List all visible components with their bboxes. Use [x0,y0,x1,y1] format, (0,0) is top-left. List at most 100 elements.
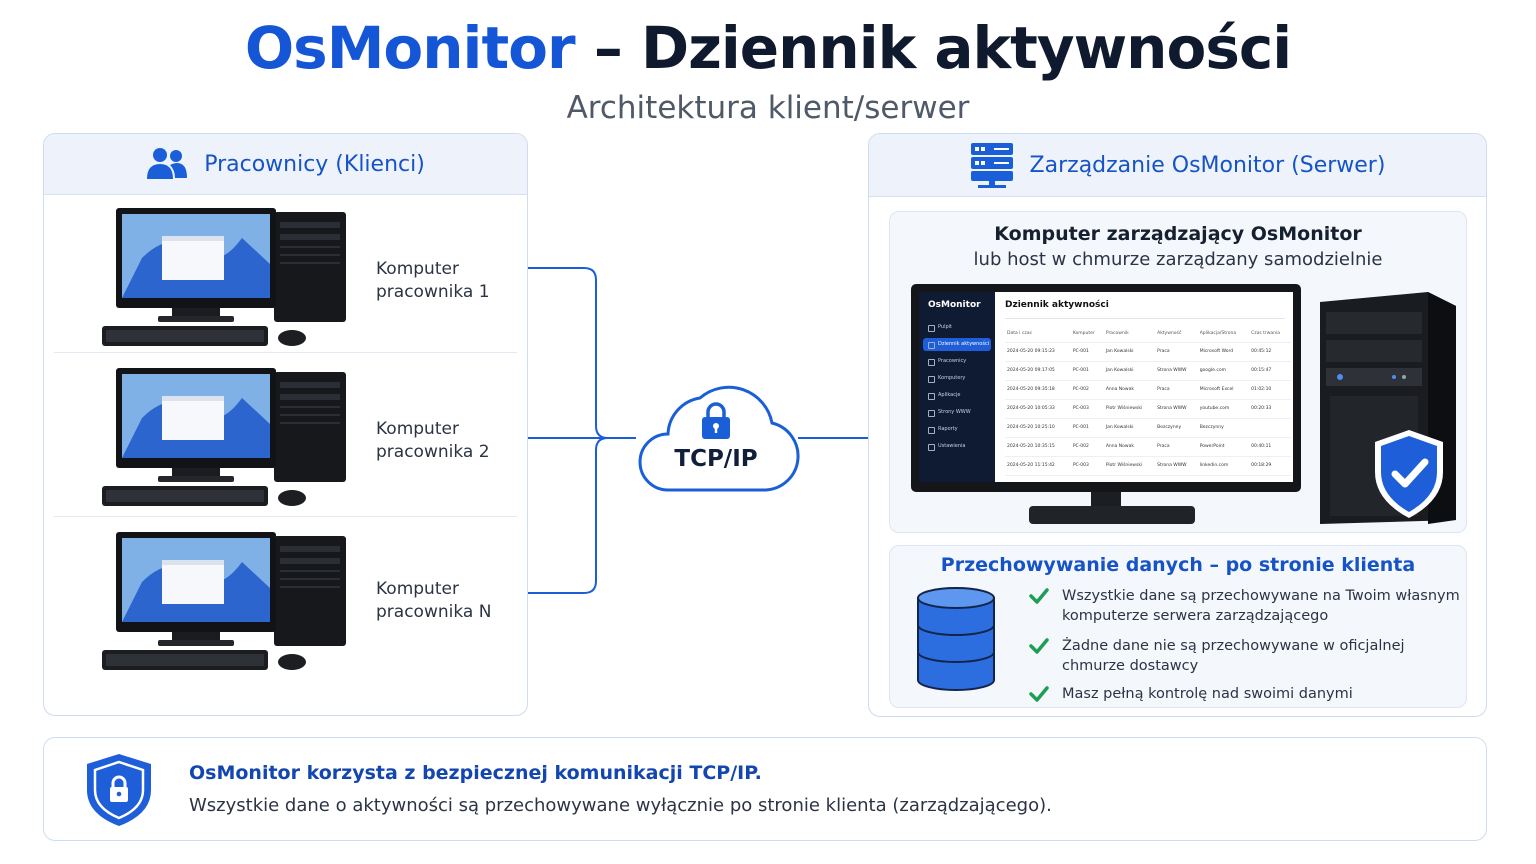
table-cell [1249,418,1291,438]
desktop-computer-icon [102,208,346,346]
table-cell: PC-003 [1070,399,1104,419]
security-shield-icon [1375,430,1443,518]
table-cell: Strona WWW [1155,456,1198,476]
nav-item-active[interactable]: Dziennik aktywności [923,338,991,351]
table-cell: 01:02:10 [1249,380,1291,400]
table-cell: 00:45:12 [1249,342,1291,362]
check-icon [1029,638,1049,654]
nav-item[interactable]: Strony WWW [923,406,991,419]
divider [54,352,517,353]
table-cell: PC-001 [1070,418,1104,438]
activity-table: Data i czas Komputer Pracownik Aktywność… [1005,326,1291,476]
table-cell: 2024-05-20 10:05:33 [1005,399,1071,419]
table-cell: 2024-05-20 09:17:05 [1005,361,1071,381]
table-cell: Bezczynny [1155,418,1198,438]
client-label: Komputer pracownika 1 [376,259,490,302]
table-cell: PC-001 [1070,342,1104,362]
protocol-label: TCP/IP [674,446,758,472]
desktop-computer-icon [102,532,346,670]
banner-headline: OsMonitor korzysta z bezpiecznej komunik… [189,762,762,784]
table-cell: 00:18:29 [1249,456,1291,476]
clients-panel: Pracownicy (Klienci) Komputer pracownika… [43,133,528,716]
server-panel: Zarządzanie OsMonitor (Serwer) Komputer … [868,133,1487,717]
table-cell: Bezczynny [1197,418,1250,438]
management-heading: Komputer zarządzający OsMonitor [994,223,1362,245]
client-item: Komputer pracownika 2 [54,368,517,528]
table-cell: PC-001 [1070,361,1104,381]
shield-lock-icon [87,754,151,826]
storage-bullet-text: Masz pełną kontrolę nad swoimi danymi [1062,686,1353,702]
table-cell: 2024-05-20 10:25:10 [1005,418,1071,438]
table-header-row: Data i czas Komputer Pracownik Aktywność… [1005,326,1291,343]
table-cell: PC-003 [1070,456,1104,476]
nav-item[interactable]: Raporty [923,423,991,436]
table-cell: PC-002 [1070,437,1104,457]
nav-item[interactable]: Aplikacje [923,389,991,402]
table-cell: Microsoft Excel [1197,380,1250,400]
activity-log-screen: OsMonitor Pulpit Dziennik aktywności Pra… [919,292,1293,482]
app-sidebar: OsMonitor Pulpit Dziennik aktywności Pra… [919,292,995,482]
table-cell: Piotr Wiśniewski [1103,399,1156,419]
data-storage-card: Przechowywanie danych – po stronie klien… [889,545,1467,708]
title-brand: OsMonitor [244,14,576,82]
table-cell: 2024-05-20 09:35:18 [1005,380,1071,400]
security-banner: OsMonitor korzysta z bezpiecznej komunik… [43,737,1487,841]
storage-bullet-text: Wszystkie dane są przechowywane na Twoim… [1062,588,1460,624]
divider [1005,318,1285,319]
table-cell: Jan Kowalski [1103,418,1156,438]
table-cell: 00:20:33 [1249,399,1291,419]
app-screen-title: Dziennik aktywności [1005,300,1109,310]
column-header: Pracownik [1103,326,1156,343]
check-icon [1029,588,1049,604]
column-header: Czas trwania [1249,326,1291,343]
database-icon [917,587,995,691]
column-header: Aplikacja/Strona [1197,326,1250,343]
table-cell: Anna Nowak [1103,380,1156,400]
server-icon [970,143,1013,188]
storage-bullet: Wszystkie dane są przechowywane na Twoim… [1028,586,1462,626]
table-cell: PowerPoint [1197,437,1250,457]
table-cell: Praca [1155,380,1198,400]
table-cell: PC-002 [1070,380,1104,400]
server-panel-title: Zarządzanie OsMonitor (Serwer) [1029,152,1386,178]
table-cell: youtube.com [1197,399,1250,419]
table-cell: Praca [1155,342,1198,362]
lock-icon [702,402,730,439]
column-header: Data i czas [1005,326,1071,343]
table-cell: Jan Kowalski [1103,342,1156,362]
banner-text: Wszystkie dane o aktywności są przechowy… [189,795,1052,816]
management-computer-card: Komputer zarządzający OsMonitor lub host… [889,211,1467,533]
storage-heading: Przechowywanie danych – po stronie klien… [940,554,1416,576]
table-cell: 00:15:47 [1249,361,1291,381]
table-cell: 2024-05-20 10:35:15 [1005,437,1071,457]
client-label: Komputer pracownika N [376,579,492,622]
column-header: Komputer [1070,326,1104,343]
storage-bullet-text: Żadne dane nie są przechowywane w oficja… [1062,638,1405,674]
desktop-computer-icon [102,368,346,506]
storage-bullet: Masz pełną kontrolę nad swoimi danymi [1028,684,1462,704]
client-label: Komputer pracownika 2 [376,419,490,462]
table-cell: Microsoft Word [1197,342,1250,362]
table-cell: 2024-05-20 11:15:42 [1005,456,1071,476]
storage-bullet: Żadne dane nie są przechowywane w oficja… [1028,636,1462,676]
check-icon [1029,686,1049,702]
server-panel-header: Zarządzanie OsMonitor (Serwer) [869,134,1486,197]
nav-item[interactable]: Pulpit [923,321,991,334]
table-cell: Strona WWW [1155,399,1198,419]
divider [54,516,517,517]
table-cell: linkedin.com [1197,456,1250,476]
client-item: Komputer pracownika 1 [54,208,517,368]
client-item: Komputer pracownika N [54,532,517,692]
table-cell: 00:40:11 [1249,437,1291,457]
nav-item[interactable]: Ustawienia [923,440,991,453]
nav-item[interactable]: Pracownicy [923,355,991,368]
nav-item[interactable]: Komputery [923,372,991,385]
users-icon [147,148,188,179]
